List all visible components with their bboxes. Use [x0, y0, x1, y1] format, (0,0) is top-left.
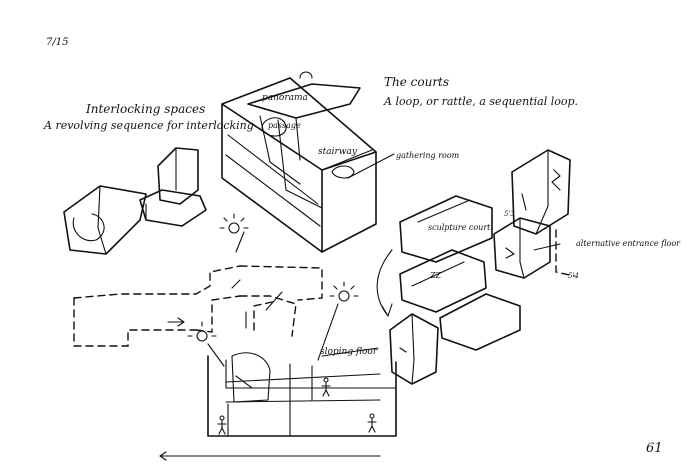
label-panorama: panorama: [262, 93, 308, 103]
note-interlocking-spaces: Interlocking spaces: [85, 102, 205, 116]
label-sloping-floor: sloping floor: [320, 347, 378, 357]
label-gathering-room: gathering room: [396, 151, 460, 160]
label-sculpture-court: sculpture court: [428, 223, 491, 232]
date-note: 7/15: [46, 37, 68, 48]
note-sequential-loop: A loop, or rattle, a sequential loop.: [383, 95, 578, 108]
label-passage: passage: [268, 121, 301, 130]
right-courts-sketch: sculpture court ZZ 5'3 alternative entra…: [376, 149, 681, 385]
bottom-section-sketch: sloping floor: [159, 347, 397, 461]
person-figure-icon: [321, 377, 331, 397]
sun-icon: [187, 321, 217, 342]
note-revolving-sequence: A revolving sequence for interlocking: [43, 119, 254, 132]
sun-icon: [329, 281, 359, 302]
bottom-left-plan: [73, 213, 359, 367]
level-note: 5'4: [568, 272, 579, 280]
center-massing-sketch: panorama passage stairway gathering room: [221, 71, 460, 253]
label-hatch: ZZ: [429, 271, 442, 280]
level-note: 5'3: [504, 210, 515, 218]
person-figure-icon: [217, 415, 227, 435]
label-stairway: stairway: [318, 147, 358, 157]
left-interlocking-blocks: [63, 147, 207, 255]
label-alternative-entrance: alternative entrance floor: [576, 239, 681, 248]
note-the-courts: The courts: [384, 75, 449, 89]
person-figure-icon: [367, 413, 377, 433]
sun-icon: [219, 213, 249, 234]
page-number: 61: [646, 441, 663, 456]
